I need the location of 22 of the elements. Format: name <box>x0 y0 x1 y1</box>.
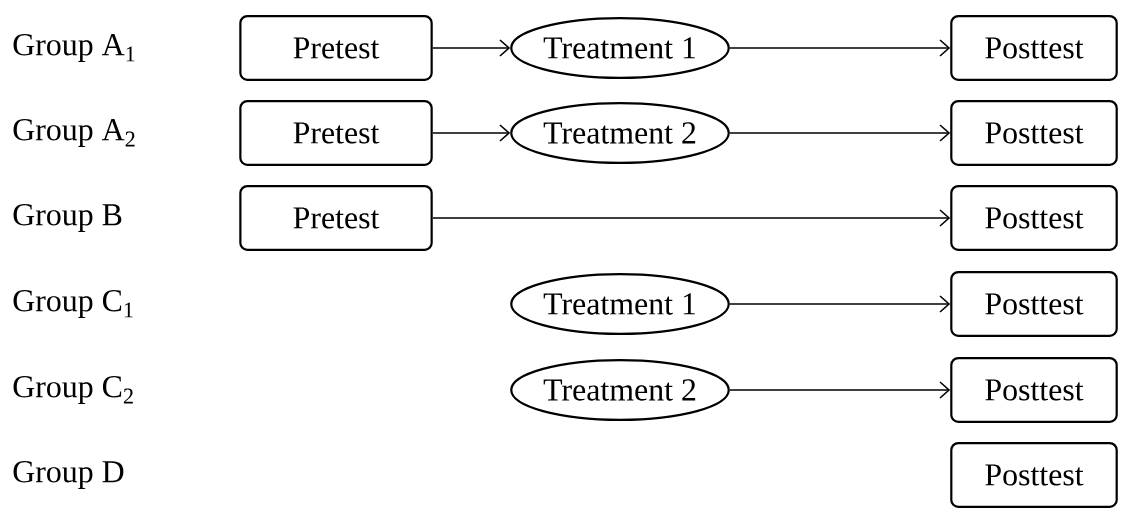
group-label: Group C$_{1}$ <box>13 290 133 318</box>
pretest-box: Pretest <box>239 15 433 81</box>
arrow <box>431 124 511 142</box>
group-label: Group D <box>13 461 124 489</box>
group-label: Group A$_{1}$ <box>13 34 135 62</box>
posttest-box: Posttest <box>950 271 1118 337</box>
group-label: Group C$_{2}$ <box>13 376 133 404</box>
arrow <box>729 39 951 57</box>
posttest-box: Posttest <box>950 100 1118 166</box>
posttest-box: Posttest <box>950 357 1118 423</box>
arrow <box>431 39 511 57</box>
arrow <box>431 209 951 227</box>
arrow <box>729 124 951 142</box>
posttest-box: Posttest <box>950 15 1118 81</box>
group-label: Group A$_{2}$ <box>13 119 135 147</box>
posttest-box: Posttest <box>950 185 1118 251</box>
arrow <box>729 295 951 313</box>
pretest-box: Pretest <box>239 100 433 166</box>
posttest-box: Posttest <box>950 442 1118 508</box>
arrow <box>729 381 951 399</box>
pretest-box: Pretest <box>239 185 433 251</box>
group-label: Group B <box>13 204 122 232</box>
